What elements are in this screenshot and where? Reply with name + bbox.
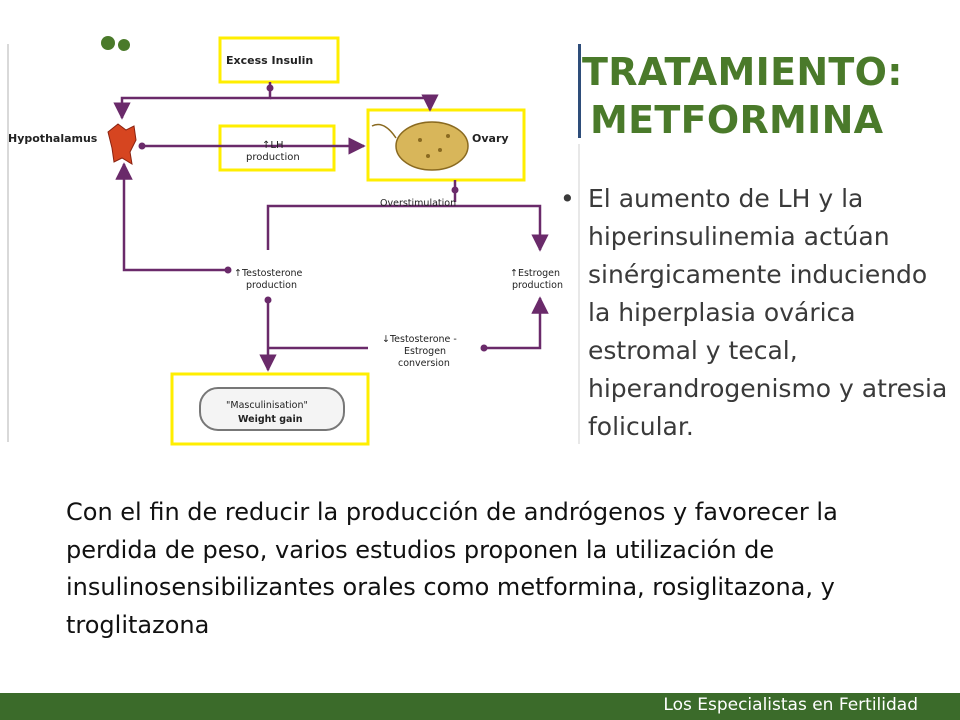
ovary-icon	[371, 121, 469, 171]
bullet-text: El aumento de LH y la hiperinsulinemia a…	[588, 184, 948, 441]
masculinisation-label-line2: Weight gain	[238, 414, 303, 425]
testosterone-label-line2: production	[246, 280, 297, 291]
body-paragraph: Con el fin de reducir la producción de a…	[66, 498, 838, 639]
excess-insulin-highlight	[218, 36, 340, 84]
content-divider	[578, 144, 580, 444]
masculinisation-highlight	[170, 372, 370, 446]
masculinisation-box	[199, 387, 345, 431]
footer-bar: Los Especialistas en Fertilidad	[0, 693, 960, 720]
estrogen-label-line2: production	[512, 280, 563, 291]
ovary-highlight	[366, 108, 526, 182]
estrogen-label-line1: ↑Estrogen	[510, 268, 560, 279]
left-rule	[7, 44, 9, 442]
footer-text: Los Especialistas en Fertilidad	[663, 695, 918, 715]
hypothalamus-icon	[107, 123, 137, 165]
slide-title-line1: TRATAMIENTO:	[582, 50, 903, 94]
conversion-label-line1: ↓Testosterone -	[382, 334, 457, 345]
excess-insulin-label: Excess Insulin	[226, 54, 313, 67]
logo-mark-icon	[101, 36, 130, 51]
ovary-label: Ovary	[472, 132, 509, 145]
hypothalamus-label: Hypothalamus	[8, 132, 98, 145]
masculinisation-label-line1: "Masculinisation"	[226, 400, 308, 411]
overstimulation-label: Overstimulation	[380, 198, 456, 209]
slide-title: TRATAMIENTO: METFORMINA	[582, 48, 942, 144]
conversion-label-line3: conversion	[398, 358, 450, 369]
conversion-label-line2: Estrogen	[404, 346, 446, 357]
lh-label-line1: ↑LH	[262, 140, 283, 151]
lh-label-line2: production	[246, 152, 300, 163]
lh-highlight	[218, 124, 336, 172]
title-accent-bar	[578, 44, 581, 138]
pathophysiology-diagram: Excess Insulin Hypothalamus ↑LH producti…	[0, 30, 580, 450]
bullet-marker: •	[560, 184, 575, 213]
testosterone-label-line1: ↑Testosterone	[234, 268, 303, 279]
slide-title-line2: METFORMINA	[590, 98, 884, 142]
